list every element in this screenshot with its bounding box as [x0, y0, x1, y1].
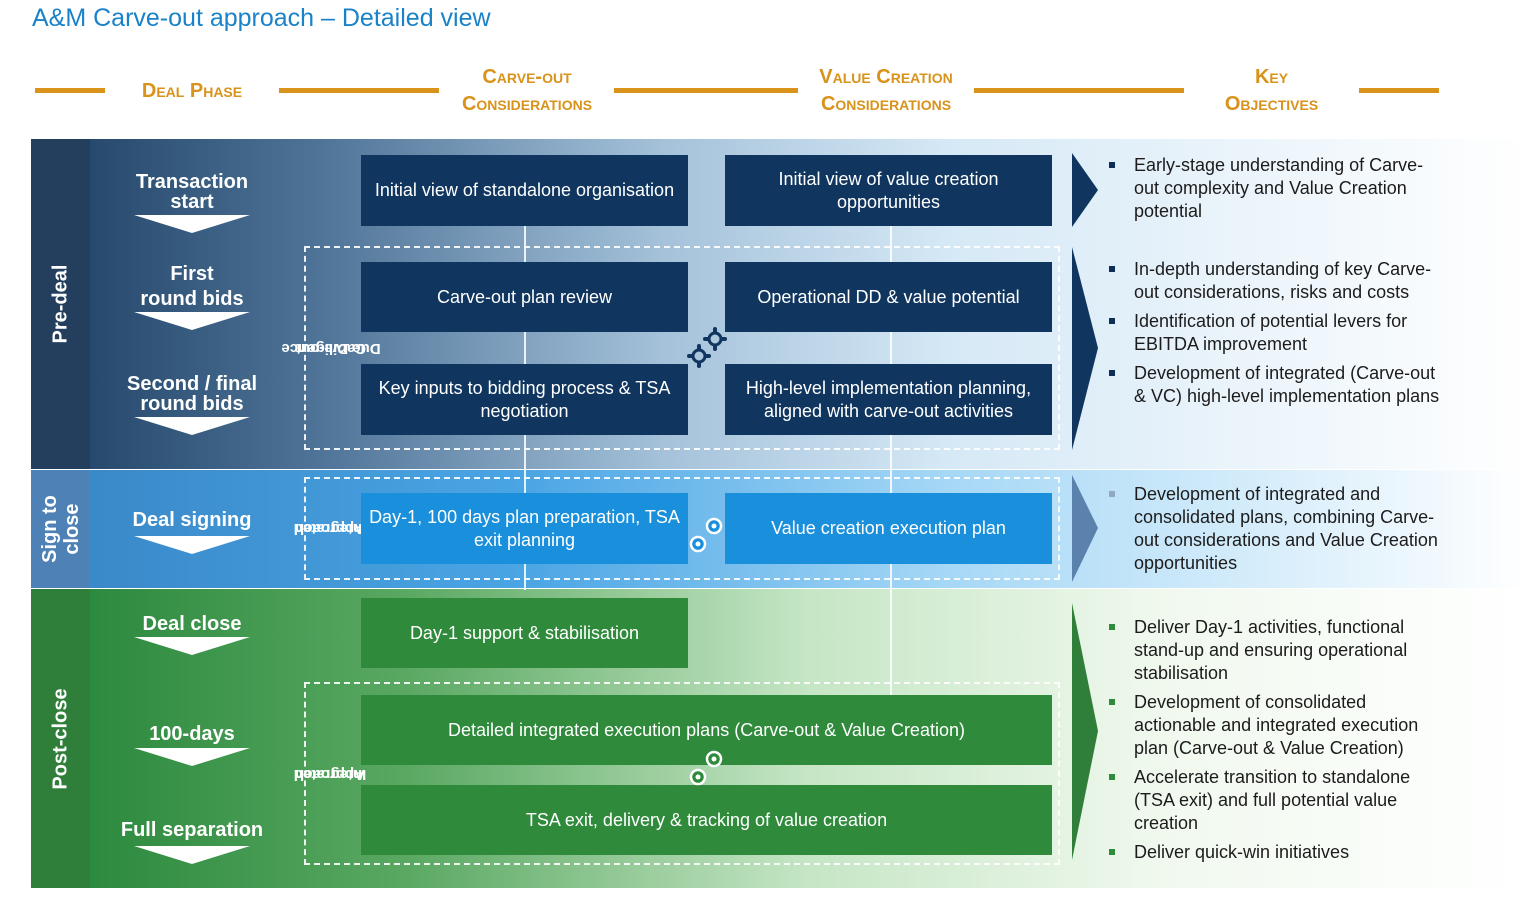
header-rule	[279, 88, 439, 93]
objective-item: Identification of potential levers for E…	[1106, 310, 1446, 356]
chevron-down-icon	[134, 748, 250, 766]
stage-deal-signing: Deal signing	[108, 510, 276, 530]
column-header-text: Carve-out	[482, 66, 572, 88]
chevron-down-icon	[134, 417, 250, 435]
phase-label-line: close	[60, 503, 83, 555]
chevron-arrow-icon	[1072, 153, 1098, 227]
header-rule	[35, 88, 105, 93]
stage-text: start	[170, 191, 214, 213]
stage-second-round-bids: Second / final round bids	[108, 374, 276, 414]
objective-item: Development of integrated (Carve-out & V…	[1106, 362, 1446, 408]
chevron-arrow-icon	[1072, 247, 1098, 450]
objectives-bids: In-depth understanding of key Carve-out …	[1106, 258, 1446, 414]
box-day1-support: Day-1 support & stabilisation	[361, 598, 688, 668]
column-header-text: Considerations	[820, 93, 952, 115]
objective-item: Deliver Day-1 activities, functional sta…	[1106, 616, 1446, 685]
objective-item: Development of consolidated actionable a…	[1106, 691, 1446, 760]
objective-item: Deliver quick-win initiatives	[1106, 841, 1446, 864]
gears-icon	[684, 324, 732, 372]
box-high-level-planning: High-level implementation planning, alig…	[725, 364, 1052, 435]
stage-first-round-bids: First round bids	[108, 262, 276, 312]
dashed-group-integrated-post	[304, 682, 1060, 865]
objectives-sign-to-close: Development of integrated and consolidat…	[1106, 483, 1446, 581]
dashed-label-line: Due Diligence	[281, 340, 381, 357]
header-rule	[1359, 88, 1439, 93]
box-day1-plan: Day-1, 100 days plan preparation, TSA ex…	[361, 493, 688, 564]
box-operational-dd: Operational DD & value potential	[725, 262, 1052, 332]
dashed-group-integrated-sign	[304, 477, 1060, 580]
objectives-transaction-start: Early-stage understanding of Carve-out c…	[1106, 154, 1446, 229]
stage-text: round bids	[140, 393, 244, 415]
column-header-text: Deal Phase	[141, 80, 243, 102]
stage-100-days: 100-days	[108, 724, 276, 744]
phase-label-text: Pre-deal	[49, 264, 72, 344]
stage-deal-close: Deal close	[108, 614, 276, 634]
phase-label-line: Sign to	[38, 495, 61, 563]
stage-text: First	[170, 263, 214, 285]
stage-text: Second / final	[126, 373, 258, 395]
box-vc-execution-plan: Value creation execution plan	[725, 493, 1052, 564]
stage-text: round bids	[140, 288, 244, 310]
dashed-label-line: Approach	[294, 520, 366, 537]
box-initial-value-creation: Initial view of value creation opportuni…	[725, 155, 1052, 226]
phase-label-post-close: Post-close	[31, 589, 90, 888]
phase-label-sign-to-close: Sign to close	[31, 470, 90, 588]
header-rule	[614, 88, 798, 93]
chevron-arrow-icon	[1072, 603, 1098, 860]
box-carve-out-plan-review: Carve-out plan review	[361, 262, 688, 332]
connector-line	[890, 226, 892, 696]
box-initial-standalone: Initial view of standalone organisation	[361, 155, 688, 226]
chevron-down-icon	[134, 312, 250, 330]
phase-label-text: Post-close	[49, 687, 72, 790]
column-header-carve-out: Carve-out Considerations	[440, 64, 614, 118]
stage-text: Transaction	[135, 171, 249, 193]
stage-text: Full separation	[120, 819, 264, 841]
column-header-key-objectives: Key Objectives	[1184, 64, 1359, 118]
header-rule	[974, 88, 1184, 93]
column-header-text: Value Creation	[819, 66, 953, 88]
stage-transaction-start: Transaction start	[108, 172, 276, 212]
gears-icon	[683, 745, 731, 793]
objective-item: Early-stage understanding of Carve-out c…	[1106, 154, 1446, 223]
phase-label-text: Sign to close	[39, 495, 83, 563]
chevron-down-icon	[134, 637, 250, 655]
column-header-value-creation: Value Creation Considerations	[798, 64, 974, 118]
box-tsa-exit-delivery: TSA exit, delivery & tracking of value c…	[361, 785, 1052, 855]
box-detailed-execution: Detailed integrated execution plans (Car…	[361, 695, 1052, 765]
chevron-down-icon	[134, 846, 250, 864]
dashed-group-carve-out-dd	[304, 246, 1060, 450]
dashed-label-line: Approach	[294, 766, 366, 783]
objective-item: Development of integrated and consolidat…	[1106, 483, 1446, 575]
page-title: A&M Carve-out approach – Detailed view	[32, 4, 491, 32]
chevron-arrow-icon	[1072, 475, 1098, 582]
stage-text: Deal signing	[132, 509, 252, 531]
column-header-text: Objectives	[1224, 93, 1319, 115]
column-header-text: Key	[1254, 66, 1289, 88]
stage-text: 100-days	[149, 723, 235, 745]
objectives-post-close: Deliver Day-1 activities, functional sta…	[1106, 616, 1446, 870]
column-header-text: Considerations	[461, 93, 593, 115]
chevron-down-icon	[134, 536, 250, 554]
phase-label-pre-deal: Pre-deal	[31, 139, 90, 469]
stage-full-separation: Full separation	[108, 820, 276, 840]
column-header-deal-phase: Deal Phase	[112, 78, 272, 105]
stage-text: Deal close	[142, 613, 242, 635]
box-key-inputs: Key inputs to bidding process & TSA nego…	[361, 364, 688, 435]
objective-item: Accelerate transition to standalone (TSA…	[1106, 766, 1446, 835]
gears-icon	[683, 512, 731, 560]
objective-item: In-depth understanding of key Carve-out …	[1106, 258, 1446, 304]
chevron-down-icon	[134, 215, 250, 233]
